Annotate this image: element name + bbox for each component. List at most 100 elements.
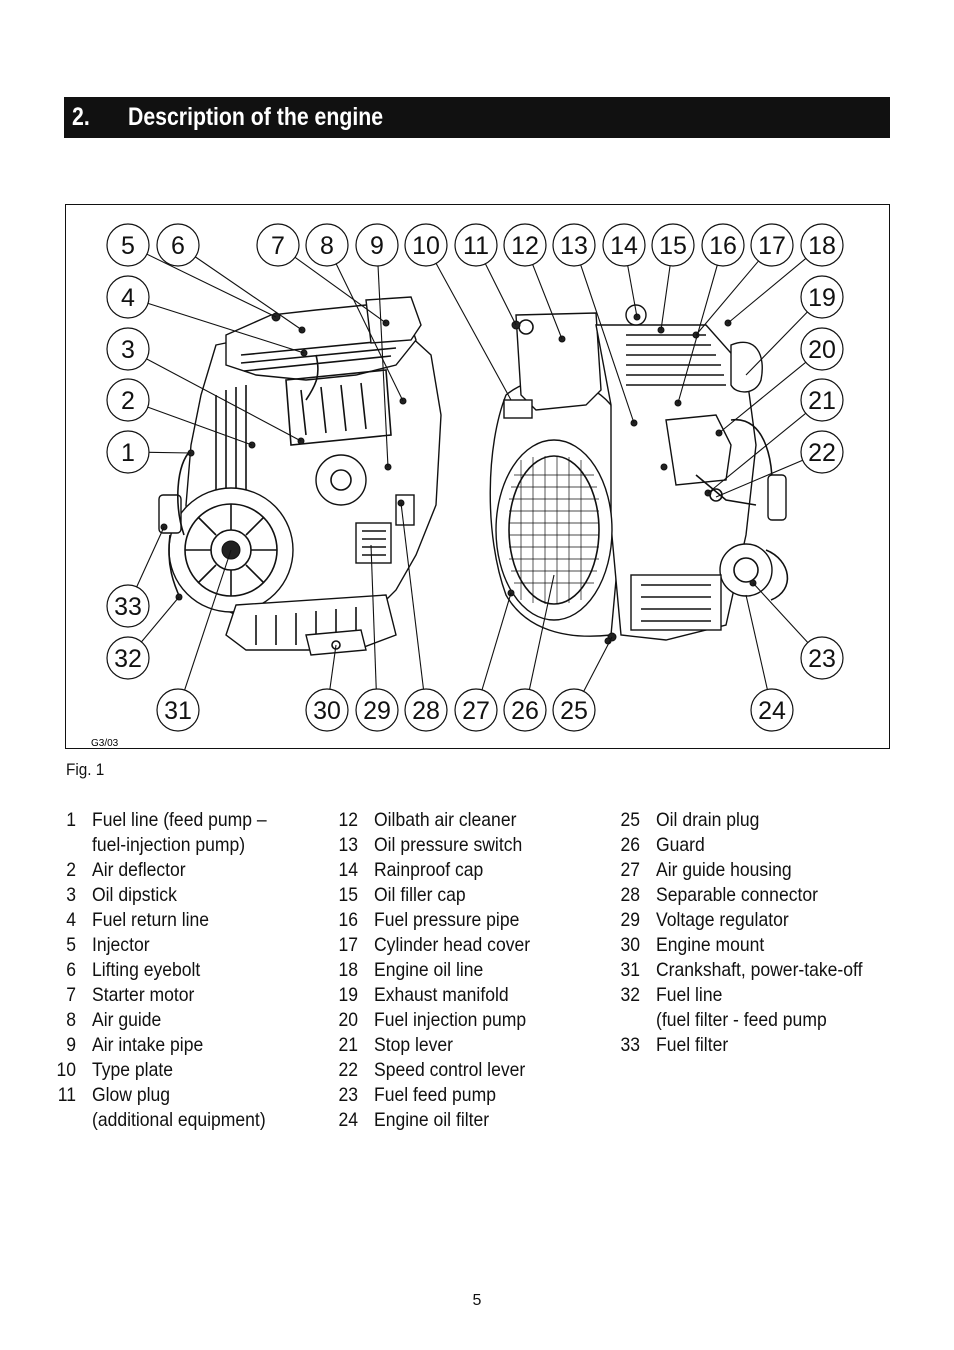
leader-line-12: [532, 264, 563, 340]
section-title: Description of the engine: [128, 103, 384, 131]
callout-number: 33: [114, 593, 142, 621]
callout-circle: [454, 223, 498, 267]
legend-text: Cylinder head cover: [374, 934, 531, 956]
callout-17: 17: [750, 223, 794, 267]
callout-circle: [256, 223, 300, 267]
leader-line-20: [718, 361, 807, 434]
callout-25: 25: [552, 688, 596, 732]
callout-circle: [106, 584, 150, 628]
leader-line-25: [583, 636, 613, 692]
callout-number: 25: [560, 697, 588, 725]
callout-number: 6: [171, 232, 185, 260]
callout-circle: [305, 223, 349, 267]
callout-27: 27: [454, 688, 498, 732]
callout-23: 23: [800, 636, 844, 680]
figure-code: G3/03: [91, 738, 119, 749]
legend-text: Voltage regulator: [656, 909, 789, 931]
callout-number: 19: [808, 284, 836, 312]
leader-line-16: [677, 265, 718, 404]
callout-10: 10: [404, 223, 448, 267]
callout-circle: [106, 636, 150, 680]
callout-31: 31: [156, 688, 200, 732]
legend-number: 33: [620, 1034, 640, 1056]
callout-circle: [552, 223, 596, 267]
legend-text: Engine mount: [656, 934, 765, 956]
legend-text: Oil filler cap: [374, 884, 466, 906]
legend-number: 17: [338, 934, 358, 956]
legend-number: 24: [338, 1109, 358, 1131]
callout-circle: [156, 223, 200, 267]
leader-line-18: [727, 257, 807, 324]
legend-number: [51, 833, 76, 858]
legend-number: 16: [338, 909, 358, 931]
legend-number: 1: [66, 809, 76, 831]
callout-number: 29: [363, 697, 391, 725]
legend-number: 7: [66, 984, 76, 1006]
engine-illustration: 1234567891011121314151617181920212223242…: [91, 223, 844, 749]
legend-number: [51, 1108, 76, 1133]
callout-16: 16: [701, 223, 745, 267]
callout-28: 28: [404, 688, 448, 732]
callout-number: 17: [758, 232, 786, 260]
legend-number: 6: [66, 959, 76, 981]
legend-number: 21: [338, 1034, 358, 1056]
leader-line-30: [329, 644, 337, 690]
legend-text: (fuel filter - feed pump: [656, 1009, 827, 1031]
callout-circle: [106, 327, 150, 371]
leader-line-15: [660, 265, 671, 331]
legend-item: (fuel filter - feed pump: [612, 1008, 885, 1033]
legend-number: 5: [66, 934, 76, 956]
legend-number: 9: [66, 1034, 76, 1056]
callout-21: 21: [800, 378, 844, 422]
legend-number: 11: [57, 1084, 76, 1106]
callout-number: 15: [659, 232, 687, 260]
callout-26: 26: [503, 688, 547, 732]
legend-number: 13: [338, 834, 358, 856]
callout-5: 5: [106, 223, 150, 267]
legend-text: Fuel injection pump: [374, 1009, 527, 1031]
callout-circle: [552, 688, 596, 732]
callout-3: 3: [106, 327, 150, 371]
legend-item: 17 Cylinder head cover: [330, 933, 547, 958]
leader-line-11: [484, 263, 517, 326]
legend-text: Engine oil filter: [374, 1109, 490, 1131]
legend-number: 18: [338, 959, 358, 981]
legend-text: Starter motor: [92, 984, 195, 1006]
callout-number: 24: [758, 697, 786, 725]
legend-number: 15: [338, 884, 358, 906]
callout-circle: [800, 223, 844, 267]
callout-circle: [503, 223, 547, 267]
legend-text: Stop lever: [374, 1034, 454, 1056]
legend-number: 32: [620, 984, 640, 1006]
callout-8: 8: [305, 223, 349, 267]
leader-lines: [136, 253, 809, 692]
legend-text: Air deflector: [92, 859, 186, 881]
callout-19: 19: [800, 275, 844, 319]
callout-number: 30: [313, 697, 341, 725]
legend-item: 21 Stop lever: [330, 1033, 547, 1058]
leader-line-4: [147, 302, 305, 354]
callout-number: 27: [462, 697, 490, 725]
leader-line-1: [148, 451, 192, 454]
leader-line-7: [294, 256, 387, 324]
callout-14: 14: [602, 223, 646, 267]
leader-line-10: [435, 263, 512, 401]
legend-text: Engine oil line: [374, 959, 484, 981]
leader-line-26: [528, 574, 555, 690]
